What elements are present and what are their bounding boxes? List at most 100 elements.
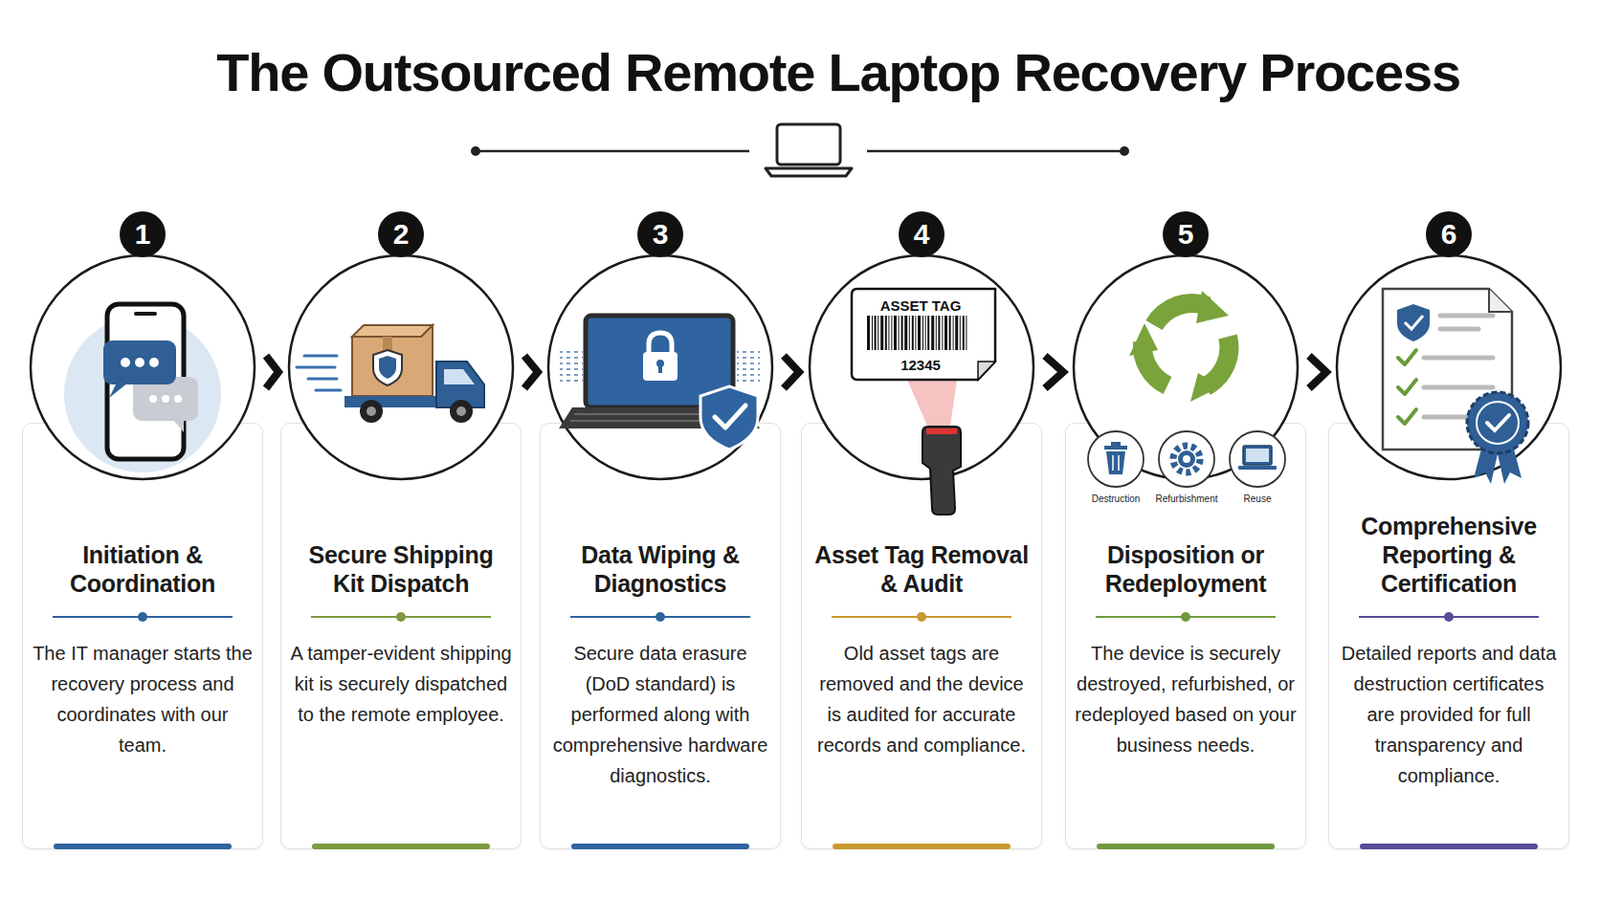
divider xyxy=(831,607,1012,627)
phone-icon xyxy=(174,395,182,403)
icon-label: Refurbishment xyxy=(1155,493,1218,505)
header-rule xyxy=(866,150,1125,154)
divider xyxy=(1358,607,1539,627)
number-badges xyxy=(898,211,945,258)
flow-chevron xyxy=(266,355,279,389)
card-background xyxy=(800,422,1043,850)
asset-tag-icon xyxy=(917,315,921,351)
icon-label: Reuse xyxy=(1244,493,1272,505)
recycle-arrowheads xyxy=(1129,290,1229,402)
number-badges xyxy=(1425,211,1472,258)
flow-chevron xyxy=(266,355,279,389)
disposition-icons xyxy=(1158,431,1215,488)
asset-tag-icon xyxy=(962,315,965,351)
asset-tag-icon xyxy=(955,315,958,351)
step-heading: Disposition or Redeployment xyxy=(1076,540,1295,599)
divider-dot xyxy=(1444,612,1454,623)
truck-icon xyxy=(352,325,433,337)
laptop-lock-icon xyxy=(658,364,663,374)
step-heading: Initiation & Coordination xyxy=(33,540,252,599)
phone-icon xyxy=(161,395,170,403)
truck-icon xyxy=(296,366,335,370)
asset-tag-icon xyxy=(871,315,873,351)
asset-tag-icon xyxy=(877,315,879,351)
step-heading: Asset Tag Removal & Audit xyxy=(812,540,1031,599)
certificate-icon xyxy=(1382,288,1529,485)
recycle-icon xyxy=(1205,336,1229,387)
asset-tag-icon xyxy=(880,315,884,351)
flow-chevron xyxy=(783,355,800,389)
laptop-lock-icon xyxy=(714,405,746,428)
callout-number: 3 xyxy=(652,218,669,251)
header-rule xyxy=(475,150,750,154)
diagram-title: The Outsourced Remote Laptop Recovery Pr… xyxy=(216,41,1461,104)
asset-tag-icon xyxy=(977,361,996,380)
certificate-icon xyxy=(1440,313,1493,319)
asset-tag-icon xyxy=(944,315,948,351)
recycle-arrowheads xyxy=(1190,373,1222,402)
truck-icon xyxy=(359,400,383,423)
header-rule xyxy=(777,124,841,165)
flow-chevron xyxy=(1044,355,1064,389)
card-background xyxy=(22,422,264,850)
asset-tag-icon xyxy=(888,315,889,351)
accent-bar xyxy=(571,844,750,850)
certificate-icon xyxy=(1440,327,1479,333)
disposition-icons xyxy=(1117,455,1120,471)
asset-tag-icon xyxy=(890,315,892,351)
step-heading: Data Wiping & Diagnostics xyxy=(551,540,770,599)
asset-tag-icon xyxy=(907,379,957,433)
divider xyxy=(311,607,491,627)
heading-area: Initiation & Coordination xyxy=(22,483,264,599)
phone-icon xyxy=(149,395,157,403)
phone-icon xyxy=(109,382,129,399)
accent-bar xyxy=(832,844,1011,850)
asset-tag-icon xyxy=(851,288,996,515)
flow-chevron xyxy=(1309,355,1327,389)
asset-tag-icon xyxy=(901,315,904,351)
step-description: Secure data erasure (DoD standard) is pe… xyxy=(539,638,781,792)
step-circles xyxy=(288,255,513,480)
header-rule xyxy=(470,146,481,156)
asset-tag-icon xyxy=(953,315,955,351)
step-description: A tamper-evident shipping kit is securel… xyxy=(280,638,522,731)
accent-bar xyxy=(1096,844,1275,850)
asset-tag-icon xyxy=(866,315,967,351)
asset-tag-icon xyxy=(898,315,900,351)
icon-label: ASSET TAG xyxy=(880,297,962,314)
asset-tag-icon xyxy=(909,315,911,351)
accent-bar xyxy=(1359,844,1538,850)
recycle-arrowheads xyxy=(1129,323,1158,356)
certificate-icon xyxy=(1398,379,1417,395)
callout-number: 6 xyxy=(1441,218,1458,251)
asset-tag-icon xyxy=(941,315,943,351)
icon-label: 12345 xyxy=(900,356,941,374)
asset-tag-icon xyxy=(904,315,908,351)
step-circles xyxy=(548,255,773,480)
divider-dot xyxy=(655,612,666,623)
certificate-icon xyxy=(1398,409,1417,424)
number-badges xyxy=(637,211,684,258)
accent-bar xyxy=(311,844,490,850)
laptop-lock-icon xyxy=(558,315,760,450)
disposition-icons xyxy=(1173,445,1200,473)
asset-tag-icon xyxy=(914,315,916,351)
certificate-icon xyxy=(1423,355,1493,361)
asset-tag-icon xyxy=(922,315,924,351)
phone-icon xyxy=(133,311,157,316)
flow-chevron xyxy=(783,355,800,389)
certificate-icon xyxy=(1488,288,1512,312)
step-circles xyxy=(30,255,1561,480)
accent-bar xyxy=(53,844,232,850)
phone-icon xyxy=(103,340,177,385)
truck-icon xyxy=(304,355,337,358)
asset-tag-icon xyxy=(927,315,930,351)
certificate-icon xyxy=(1398,350,1417,424)
divider xyxy=(570,607,751,627)
asset-tag-icon xyxy=(874,315,877,351)
laptop-lock-icon xyxy=(643,352,678,381)
phone-icon xyxy=(172,419,184,433)
header-rule xyxy=(1119,146,1130,156)
